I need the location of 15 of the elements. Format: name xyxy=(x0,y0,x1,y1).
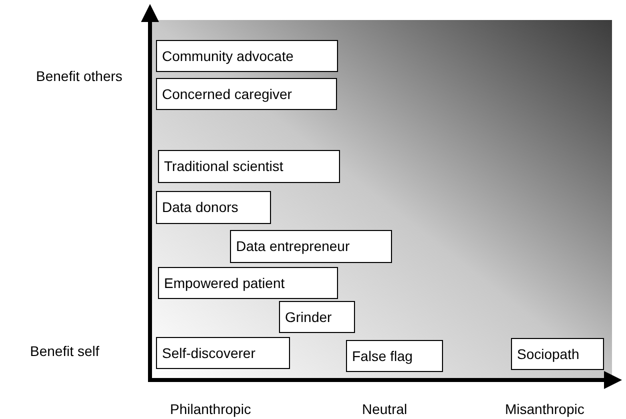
category-box: Data donors xyxy=(156,191,271,224)
axis-label: Misanthropic xyxy=(505,400,584,419)
category-box: Data entrepreneur xyxy=(230,230,392,263)
category-box: Sociopath xyxy=(511,338,604,370)
category-box: Traditional scientist xyxy=(158,150,340,183)
axis-label: Benefit others xyxy=(36,67,122,86)
category-box: Concerned caregiver xyxy=(156,78,337,110)
axis-label: Benefit self xyxy=(30,342,100,361)
category-box: Community advocate xyxy=(156,40,338,72)
axis-label: Philanthropic xyxy=(170,400,251,419)
category-box: Grinder xyxy=(279,301,355,333)
category-box: Self-discoverer xyxy=(156,337,290,369)
category-box: False flag xyxy=(346,340,443,372)
axis-label: Neutral xyxy=(362,400,408,419)
category-box: Empowered patient xyxy=(158,267,338,299)
